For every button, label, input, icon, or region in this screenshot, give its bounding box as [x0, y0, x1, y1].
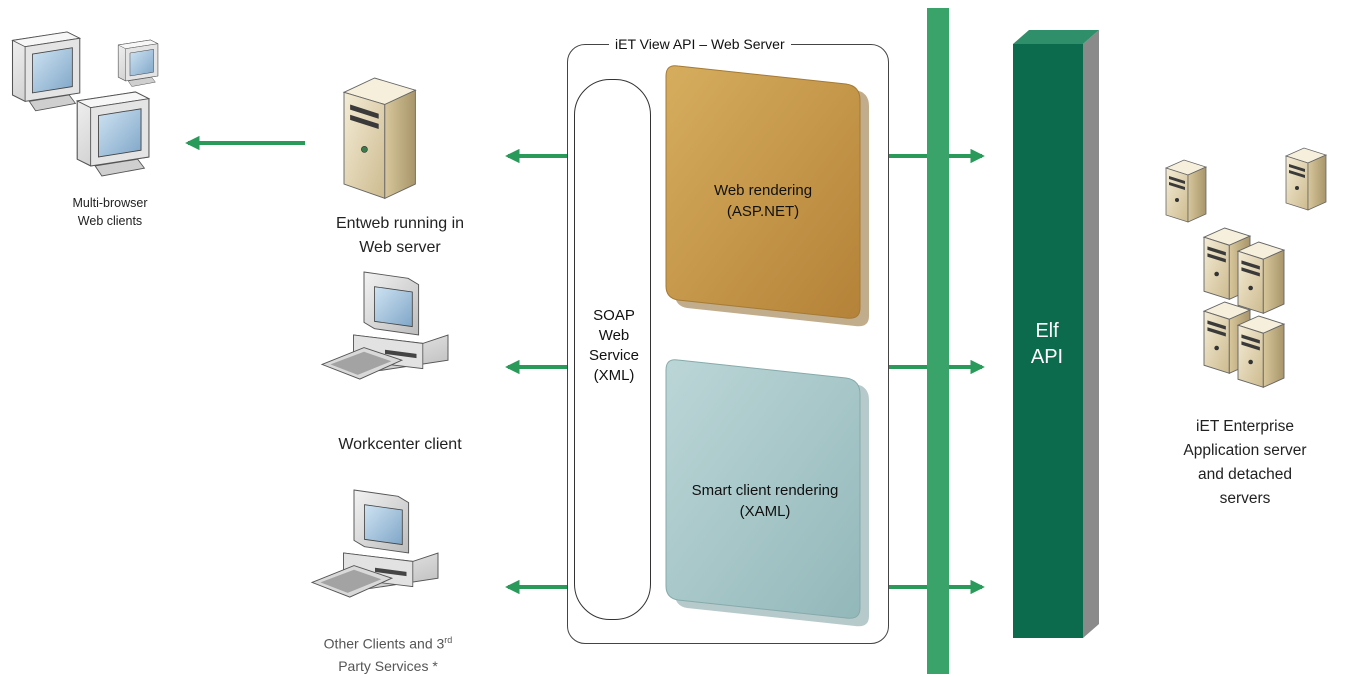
- entweb-label: Entweb running in Web server: [305, 212, 495, 260]
- workstation-icon: [311, 489, 439, 598]
- entweb-line-1: Entweb running in: [335, 215, 465, 232]
- elf-line-2: API: [1030, 346, 1064, 368]
- web-server-title: iET View API – Web Server: [609, 35, 791, 53]
- soap-line-1: SOAP: [593, 307, 635, 324]
- server-tower-icon: [343, 77, 416, 199]
- enterprise-line-2: Application server: [1183, 442, 1307, 459]
- smart-client-rendering-tile: [665, 359, 869, 627]
- green-bus: [927, 8, 949, 674]
- multi-browser-line-1: Multi-browser: [72, 196, 148, 210]
- enterprise-line-3: and detached: [1198, 466, 1292, 483]
- other-clients-line-1: Other Clients and 3rd: [278, 629, 498, 655]
- smart-rendering-label: Smart client rendering (XAML): [670, 480, 860, 522]
- web-rendering-tile: [665, 65, 869, 327]
- enterprise-line-1: iET Enterprise: [1196, 418, 1294, 435]
- elf-api-bar: [1013, 30, 1099, 638]
- other-clients-label: Other Clients and 3rd Party Services *: [278, 629, 498, 677]
- workstation-icon: [321, 271, 449, 380]
- workcenter-label: Workcenter client: [338, 436, 462, 453]
- monitor-icon: [11, 31, 81, 112]
- smart-rendering-line-1: Smart client rendering: [691, 482, 839, 499]
- web-rendering-line-2: (ASP.NET): [726, 203, 800, 220]
- monitor-icon: [76, 91, 150, 177]
- enterprise-line-4: servers: [1219, 490, 1271, 507]
- entweb-line-2: Web server: [359, 239, 441, 256]
- multi-browser-label: Multi-browser Web clients: [50, 194, 170, 230]
- soap-service-pill: [574, 79, 651, 620]
- soap-line-3: Service: [588, 347, 640, 364]
- server-stack-icon: [1165, 147, 1327, 388]
- other-clients-line-1-text: Other Clients and 3: [323, 635, 445, 652]
- elf-api-label: Elf API: [1013, 318, 1081, 370]
- soap-line-2: Web: [598, 327, 630, 344]
- web-rendering-label: Web rendering (ASP.NET): [670, 180, 856, 222]
- multi-browser-line-2: Web clients: [77, 214, 143, 228]
- other-clients-superscript: rd: [444, 635, 453, 645]
- smart-rendering-line-2: (XAML): [739, 503, 791, 520]
- web-rendering-line-1: Web rendering: [713, 182, 813, 199]
- other-clients-line-2: Party Services *: [338, 657, 438, 674]
- soap-service-label: SOAP Web Service (XML): [582, 306, 646, 386]
- soap-line-4: (XML): [593, 367, 635, 384]
- monitor-icon: [117, 39, 159, 87]
- elf-line-1: Elf: [1035, 320, 1059, 342]
- enterprise-label: iET Enterprise Application server and de…: [1160, 415, 1330, 511]
